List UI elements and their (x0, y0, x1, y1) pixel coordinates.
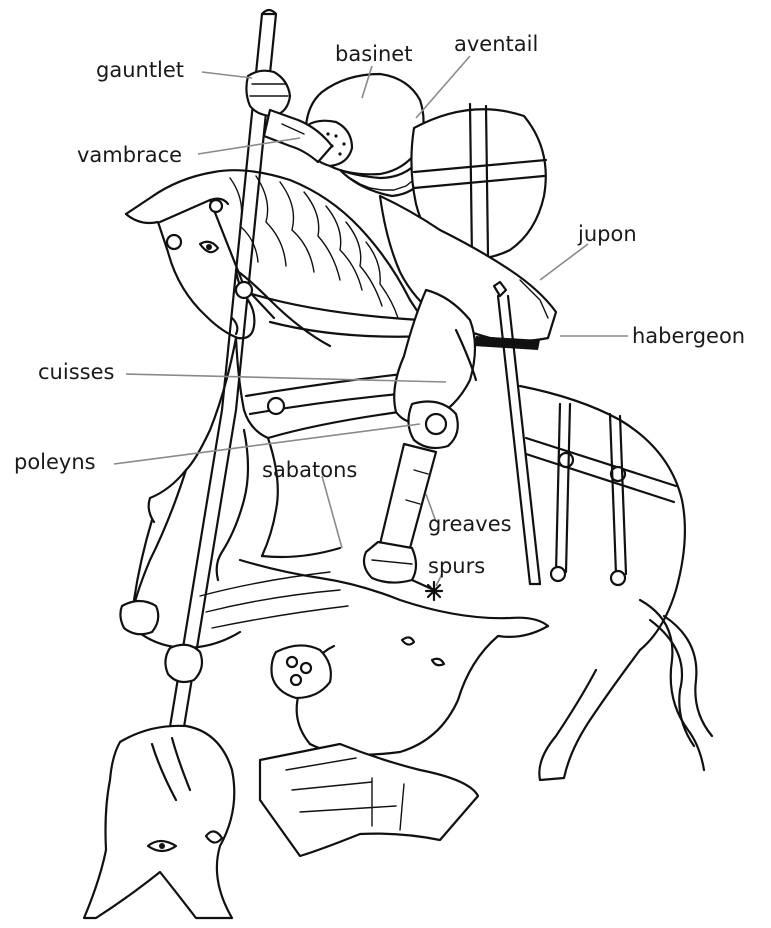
fallen-creature (84, 470, 548, 918)
label-sabatons: sabatons (262, 460, 357, 481)
aventail-leader (416, 56, 470, 118)
label-jupon: jupon (578, 224, 637, 245)
sabatons-leader (322, 476, 342, 548)
jupon-leader (540, 244, 588, 280)
gauntlet-leader (202, 72, 252, 78)
label-gauntlet: gauntlet (96, 60, 184, 81)
label-aventail: aventail (454, 34, 538, 55)
label-cuisses: cuisses (38, 362, 114, 383)
label-poleyns: poleyns (14, 452, 96, 473)
label-vambrace: vambrace (77, 145, 182, 166)
lance (158, 10, 276, 800)
label-habergeon: habergeon (632, 326, 745, 347)
label-basinet: basinet (335, 44, 412, 65)
label-spurs: spurs (428, 556, 485, 577)
label-greaves: greaves (428, 514, 512, 535)
spur-rowel (426, 582, 442, 600)
